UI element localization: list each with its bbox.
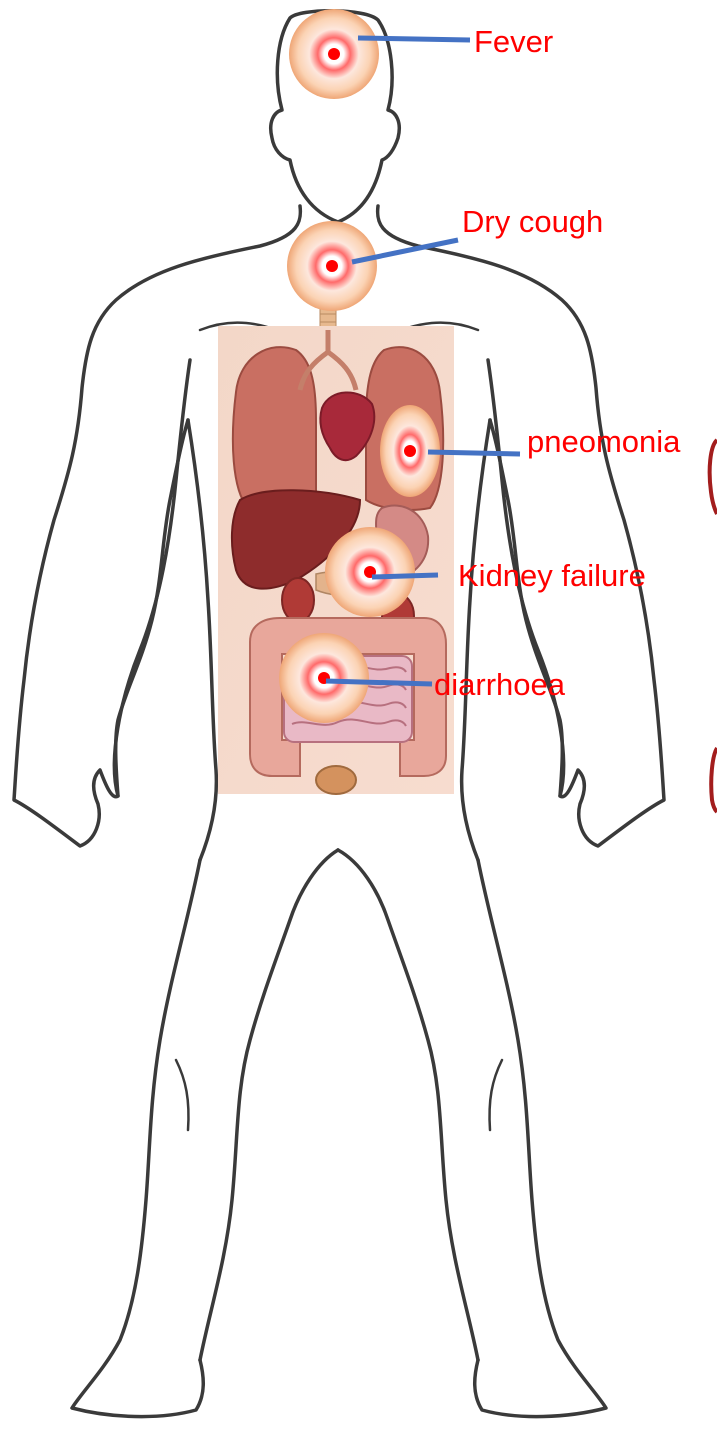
leader-line-pneomonia: [428, 452, 520, 454]
symptom-label-fever: Fever: [474, 26, 553, 57]
leader-line-kidney-failure: [372, 575, 438, 577]
symptom-label-kidney-failure: Kidney failure: [458, 560, 646, 591]
leader-line-fever: [358, 38, 470, 40]
bladder: [316, 766, 356, 794]
cropped-shape-fragments: [710, 440, 717, 812]
symptom-label-pneomonia: pneomonia: [527, 426, 680, 457]
left-kidney: [282, 578, 314, 622]
leader-line-diarrhoea: [326, 681, 432, 684]
marker-dry-cough: [287, 221, 458, 311]
symptom-label-diarrhoea: diarrhoea: [434, 669, 565, 700]
left-lung: [233, 347, 316, 510]
symptom-label-dry-cough: Dry cough: [462, 206, 603, 237]
